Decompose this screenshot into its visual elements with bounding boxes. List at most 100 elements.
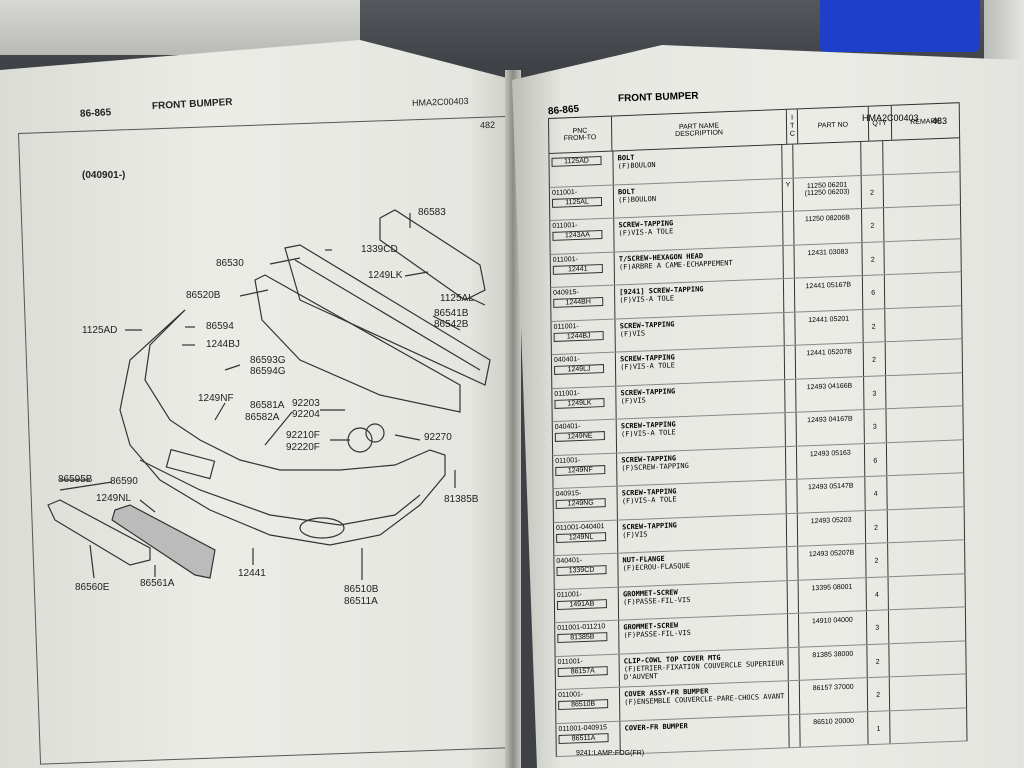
callout-92210F: 92210F — [286, 430, 320, 441]
quantity: 2 — [865, 509, 888, 544]
part-number: 13395 08001 — [798, 577, 867, 613]
pnc-range: 011001- — [551, 188, 578, 197]
quantity: 3 — [866, 610, 889, 644]
pnc-code: 1249NG — [555, 498, 606, 509]
right-page — [512, 45, 1020, 768]
remark — [886, 373, 963, 408]
pnc-code: 1244BJ — [553, 330, 604, 342]
pnc-code: 1125AL — [551, 196, 603, 208]
pnc-code: 1249NL — [556, 531, 607, 543]
quantity — [860, 141, 884, 175]
part-description: COVER-FR BUMPER — [624, 721, 688, 733]
remark — [889, 674, 966, 709]
pnc-range: 011001-040915 — [558, 723, 608, 733]
callout-92203: 92203 — [292, 398, 320, 409]
quantity: 2 — [863, 342, 886, 376]
remark — [887, 507, 964, 542]
itc-flag — [787, 546, 799, 580]
quantity: 6 — [862, 275, 885, 309]
callout-1125AL: 1125AL — [440, 293, 474, 304]
quantity: 4 — [866, 576, 889, 611]
part-number: 86157 37000 — [799, 678, 868, 714]
bumper-cover — [119, 309, 446, 546]
pnc-range: 011001- — [556, 590, 583, 599]
callout-92220F: 92220F — [286, 442, 320, 453]
pnc-range: 040401- — [553, 355, 580, 364]
remark — [883, 172, 960, 207]
remark — [885, 306, 962, 341]
quantity: 2 — [862, 241, 885, 276]
remark — [890, 708, 967, 743]
pnc-code: 1339CD — [556, 565, 607, 577]
left-page: 86-865 FRONT BUMPER HMA2C00403 482 (0409… — [0, 40, 520, 768]
quantity: 1 — [867, 710, 891, 745]
header-description: DESCRIPTION — [675, 129, 723, 139]
remark — [884, 239, 961, 274]
part-number: 12431 03083 — [794, 242, 863, 278]
callout-86511A: 86511A — [344, 596, 378, 607]
pnc-code: 1244BH — [553, 297, 604, 308]
parts-table: PNC FROM-TO PART NAME DESCRIPTION I T C … — [548, 102, 968, 758]
callout-1249NF: 1249NF — [198, 393, 234, 404]
pnc-range: 040915- — [555, 489, 582, 498]
book-gutter — [505, 70, 521, 768]
part-number: 12441 05201 — [795, 309, 864, 345]
itc-flag — [789, 714, 801, 748]
itc-flag — [784, 312, 796, 346]
itc-flag — [788, 647, 800, 681]
callout-92270: 92270 — [424, 432, 452, 443]
part-number: 12493 05203 — [797, 510, 866, 546]
itc-flag — [785, 345, 797, 379]
itc-flag — [785, 379, 797, 413]
itc-flag — [782, 144, 794, 178]
remark — [886, 406, 963, 441]
remark — [887, 473, 964, 508]
callout-86594: 86594 — [206, 321, 234, 332]
pnc-code: 12441 — [552, 263, 603, 275]
remark — [888, 540, 965, 575]
quantity: 6 — [864, 442, 887, 477]
part-number: 12493 05147B — [797, 477, 866, 513]
pnc-range: 040401- — [556, 557, 583, 566]
remark — [887, 440, 964, 475]
quantity: 2 — [867, 643, 890, 678]
pnc-range: 011001- — [554, 389, 580, 398]
pnc-code: 86157A — [557, 665, 608, 677]
pnc-code: 1249NE — [554, 431, 605, 442]
remark — [885, 339, 962, 374]
part-number: 14910 04000 — [798, 611, 868, 647]
quantity: 2 — [867, 677, 890, 711]
part-number: 11250 06201 (11250 06203) — [793, 175, 862, 211]
remark — [889, 607, 966, 642]
pnc-code: 1249NF — [555, 464, 606, 476]
license-plate-area — [165, 448, 216, 480]
part-number: 86510 20000 — [800, 711, 869, 747]
itc-flag — [785, 412, 797, 446]
part-number: 12493 04167B — [796, 410, 865, 446]
callout-86530: 86530 — [216, 258, 244, 269]
callout-86561A: 86561A — [140, 578, 175, 589]
part-number: 11250 08206B — [794, 209, 863, 245]
itc-flag — [786, 446, 798, 480]
mesh-grille — [111, 504, 216, 579]
callout-86542B: 86542B — [434, 319, 469, 330]
pnc-code: 81385B — [557, 632, 608, 644]
pnc-range: 011001- — [557, 657, 583, 666]
pnc-range — [551, 154, 610, 156]
callout-86590: 86590 — [110, 476, 138, 487]
part-number: 12493 05207B — [798, 544, 867, 580]
itc-flag — [787, 580, 799, 614]
part-number — [793, 142, 862, 178]
callout-86510B: 86510B — [344, 584, 379, 595]
quantity: 3 — [863, 375, 887, 410]
quantity: 4 — [864, 476, 888, 510]
callout-86582A: 86582A — [245, 412, 280, 423]
bumper-grille — [47, 499, 151, 566]
callout-1244BJ: 1244BJ — [206, 339, 240, 350]
pnc-code: 1243AA — [552, 229, 603, 241]
callout-86593G: 86593G — [250, 355, 286, 366]
pnc-code: 1125AD — [551, 155, 602, 167]
quantity: 2 — [862, 308, 886, 343]
quantity: 3 — [864, 409, 887, 443]
callout-86594G: 86594G — [250, 366, 286, 377]
